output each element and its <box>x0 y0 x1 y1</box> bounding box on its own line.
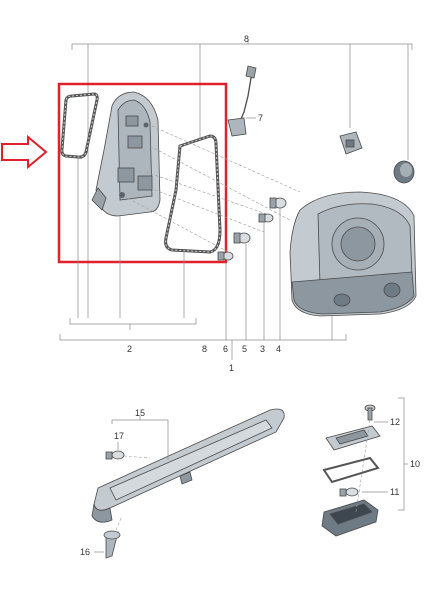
outline-arrow-right-icon <box>1 134 48 170</box>
gasket-left <box>60 92 99 159</box>
bulb-4 <box>269 197 287 209</box>
bulb-3 <box>258 213 274 223</box>
callout-17: 17 <box>114 431 124 441</box>
callout-5: 5 <box>242 344 247 354</box>
highlight-box <box>57 82 228 264</box>
callout-12: 12 <box>390 417 400 427</box>
wire-connector <box>227 65 257 137</box>
bulb-5 <box>233 232 251 244</box>
gasket-right <box>164 134 222 254</box>
callout-8-top: 8 <box>244 34 249 44</box>
bracket-top-8 <box>71 40 413 318</box>
round-grommet <box>393 160 415 184</box>
callout-6: 6 <box>223 344 228 354</box>
bulb-11 <box>339 487 359 497</box>
plate-light-gasket <box>322 456 380 484</box>
plate-light-housing <box>321 499 379 537</box>
plate-light-frame <box>325 425 381 451</box>
screw-16 <box>103 530 121 559</box>
callout-2: 2 <box>127 344 132 354</box>
square-clip <box>339 131 363 155</box>
callout-10: 10 <box>410 459 420 469</box>
callout-1: 1 <box>229 363 234 373</box>
callout-8-bottom: 8 <box>202 344 207 354</box>
bulb-17 <box>105 450 125 460</box>
callout-3: 3 <box>260 344 265 354</box>
bulb-6 <box>217 251 234 261</box>
leader-lines-lower <box>59 158 347 360</box>
callout-11: 11 <box>390 487 399 497</box>
callout-4: 4 <box>276 344 281 354</box>
screw-12 <box>364 404 376 421</box>
bulb-carrier <box>91 91 161 217</box>
callout-7: 7 <box>258 113 263 123</box>
tail-light-housing <box>289 191 417 317</box>
third-brake-light <box>91 408 285 523</box>
callout-16: 16 <box>80 547 90 557</box>
callout-15: 15 <box>135 408 145 418</box>
assembly-lines <box>123 125 301 255</box>
leader-lines-10 <box>355 397 408 513</box>
